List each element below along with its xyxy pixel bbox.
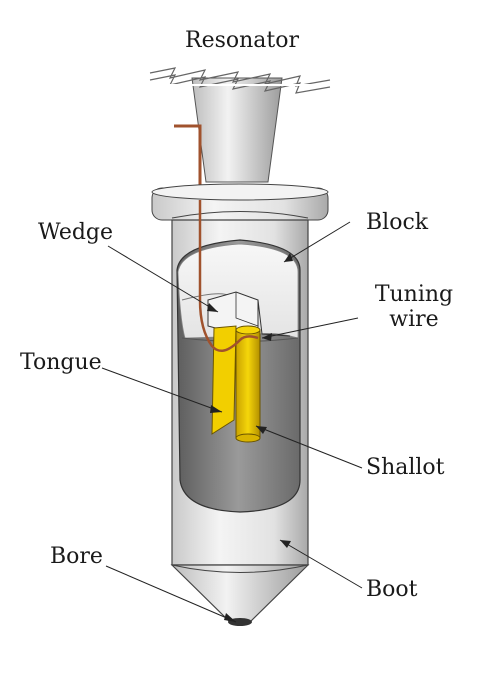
tongue xyxy=(212,326,236,434)
label-tongue: Tongue xyxy=(20,350,102,375)
label-tuning-wire-line2: wire xyxy=(366,307,462,332)
label-tuning-wire: Tuning wire xyxy=(366,282,462,333)
label-shallot: Shallot xyxy=(366,455,445,480)
shallot xyxy=(236,326,260,442)
label-tuning-wire-line1: Tuning xyxy=(366,282,462,307)
block-flange xyxy=(152,184,328,220)
label-resonator: Resonator xyxy=(185,28,299,53)
label-bore: Bore xyxy=(50,544,103,569)
label-wedge: Wedge xyxy=(38,220,113,245)
label-boot: Boot xyxy=(366,577,418,602)
label-block: Block xyxy=(366,210,428,235)
